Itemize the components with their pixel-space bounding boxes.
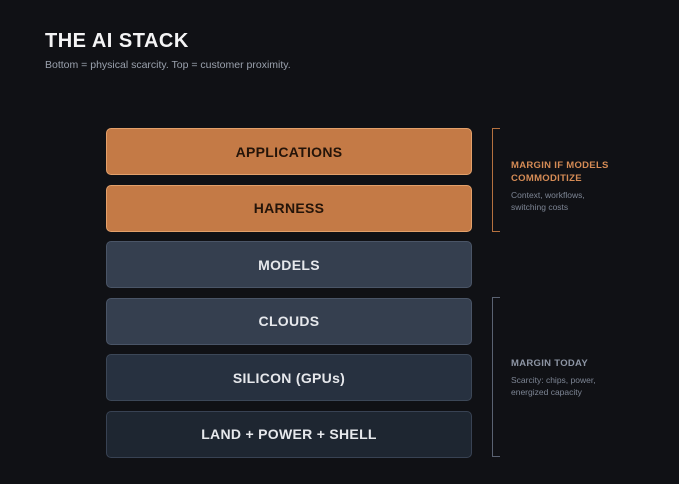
annotation-bottom-text: Scarcity: chips, power, energized capaci… bbox=[511, 375, 596, 397]
ai-stack-diagram: APPLICATIONS HARNESS MODELS CLOUDS SILIC… bbox=[106, 128, 472, 467]
annotation-bottom: MARGIN TODAY Scarcity: chips, power, ene… bbox=[511, 357, 671, 398]
page-title: THE AI STACK bbox=[45, 30, 189, 52]
layer-models: MODELS bbox=[106, 241, 472, 288]
layer-land-power-shell: LAND + POWER + SHELL bbox=[106, 410, 472, 458]
bracket-bottom bbox=[492, 297, 500, 457]
bracket-top bbox=[492, 128, 500, 232]
layer-silicon: SILICON (GPUs) bbox=[106, 354, 472, 401]
page-subtitle: Bottom = physical scarcity. Top = custom… bbox=[45, 59, 291, 71]
annotation-top-heading: MARGIN IF MODELS COMMODITIZE bbox=[511, 160, 609, 184]
layer-clouds: CLOUDS bbox=[106, 297, 472, 345]
annotation-top-text: Context, workflows, switching costs bbox=[511, 190, 585, 212]
layer-applications: APPLICATIONS bbox=[106, 128, 472, 175]
layer-harness: HARNESS bbox=[106, 184, 472, 232]
annotation-top: MARGIN IF MODELS COMMODITIZE Context, wo… bbox=[511, 159, 671, 213]
annotation-bottom-heading: MARGIN TODAY bbox=[511, 358, 588, 369]
